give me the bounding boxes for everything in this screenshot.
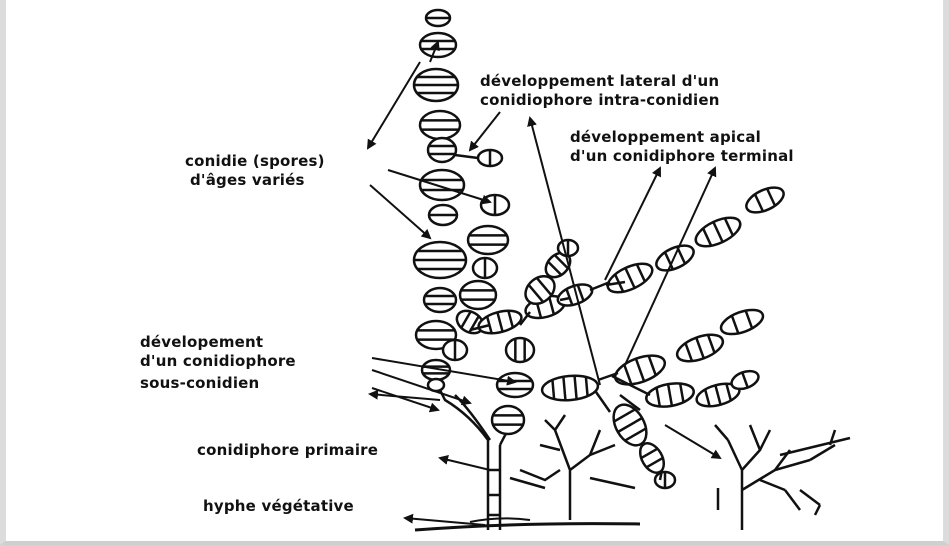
conidium <box>692 212 745 252</box>
conidium <box>443 340 467 360</box>
conidium <box>558 240 578 256</box>
substrate-line <box>415 524 640 530</box>
conidium <box>473 258 497 278</box>
conidium <box>420 111 460 139</box>
conidium <box>653 240 698 275</box>
conidium <box>718 305 766 339</box>
conidia-branches <box>443 150 787 488</box>
label-apical-line2: d'un conidiphore terminal <box>570 147 794 165</box>
label-apical-line1: développement apical <box>570 128 761 146</box>
conidium <box>729 368 761 393</box>
hypha-segment <box>455 155 478 158</box>
conidium <box>743 182 788 217</box>
conidium <box>420 170 464 200</box>
conidium <box>655 472 675 488</box>
conidium <box>460 281 496 309</box>
label-sous-line3: sous-conidien <box>140 374 259 392</box>
small-conidiophore-sketches <box>510 415 850 530</box>
conidium <box>476 307 524 338</box>
conidium <box>541 374 599 403</box>
conidium <box>424 288 456 312</box>
label-conidie-line1: conidie (spores) <box>185 152 325 170</box>
label-conidie-line2: d'âges variés <box>190 171 305 189</box>
conidium <box>611 350 668 390</box>
conidium <box>604 258 657 298</box>
conidium <box>478 150 502 166</box>
conidium <box>492 406 524 434</box>
conidium <box>414 69 458 101</box>
conidium <box>426 10 450 26</box>
conidium <box>644 380 695 410</box>
label-hyphe-vegetative: hyphe végétative <box>203 497 354 515</box>
conidium <box>468 226 508 254</box>
label-lateral-line2: conidiophore intra-conidien <box>480 91 720 109</box>
conidium <box>429 205 457 225</box>
hypha-segment <box>596 392 610 412</box>
conidium <box>428 138 456 162</box>
main-conidia-chain <box>414 10 466 391</box>
conidium <box>555 280 595 309</box>
conidium <box>674 329 727 366</box>
conidium <box>481 195 509 215</box>
conidium <box>420 33 456 57</box>
conidium <box>506 338 534 362</box>
conidium <box>497 373 533 397</box>
label-sous-line2: d'un conidiophore <box>140 352 296 370</box>
label-conidiphore-primaire: conidiphore primaire <box>197 441 378 459</box>
label-lateral-line1: développement lateral d'un <box>480 72 719 90</box>
label-sous-line1: dévelopement <box>140 333 263 351</box>
conidium <box>414 242 466 278</box>
